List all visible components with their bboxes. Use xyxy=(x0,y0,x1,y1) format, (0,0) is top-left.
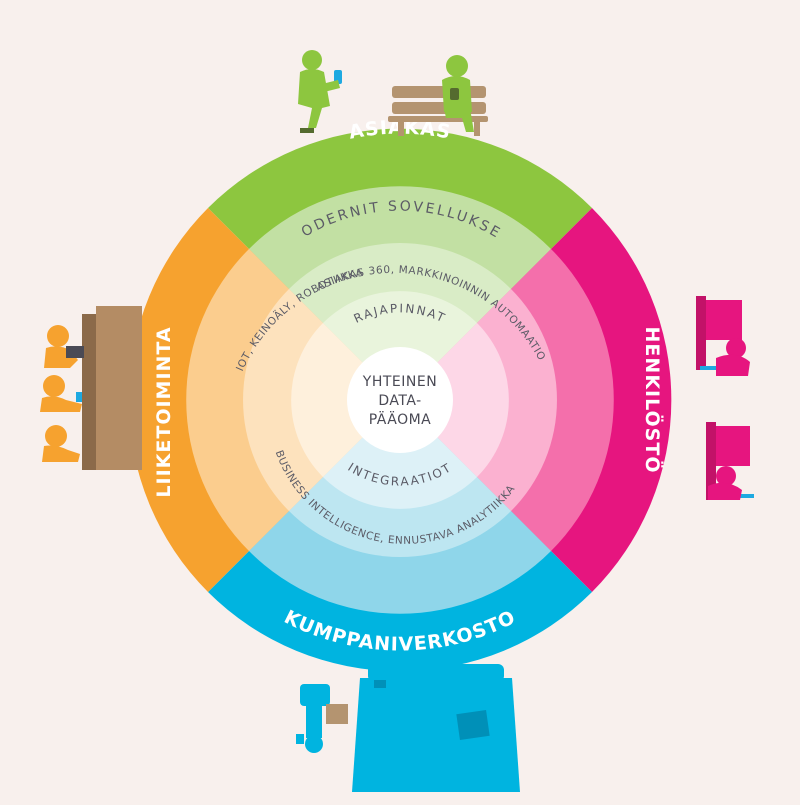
partner-worker-icon xyxy=(296,684,348,753)
inner-ring xyxy=(291,291,509,509)
center-label-line2: DATA- xyxy=(378,393,421,409)
center-circle xyxy=(347,347,453,453)
label-henkilosto: HENKILÖSTÖ xyxy=(641,327,665,474)
partner-truck-icon xyxy=(352,664,520,792)
staff-desk-icon-2 xyxy=(706,422,754,500)
label-liiketoiminta: LIIKETOIMINTA xyxy=(153,326,175,497)
customer-figures-icon xyxy=(298,50,342,133)
quadrant-liiketoiminta-inner xyxy=(291,323,400,477)
quadrant-asiakas-inner xyxy=(323,291,477,400)
staff-desk-icon xyxy=(696,296,750,376)
business-meeting-icon xyxy=(40,306,142,470)
quadrant-kumppaniverkosto-inner xyxy=(323,400,477,509)
quadrant-henkilosto-inner xyxy=(400,323,509,477)
center-label-line3: PÄÄOMA xyxy=(369,410,432,428)
center-label-line1: YHTEINEN xyxy=(362,374,437,390)
seated-customer-icon xyxy=(442,55,474,132)
